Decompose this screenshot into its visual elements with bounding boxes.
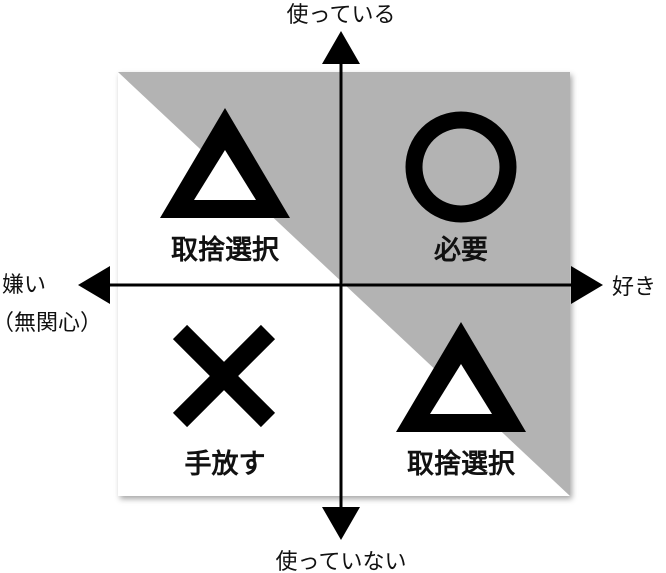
quadrant-label-top-right: 必要 (434, 235, 488, 266)
down-arrow-icon (322, 507, 360, 540)
axis-label-top: 使っている (287, 3, 396, 28)
axis-label-left-line2: （無関心） (0, 311, 102, 336)
right-arrow-icon (571, 266, 603, 304)
cross-icon (172, 324, 276, 428)
circle-icon (405, 111, 517, 223)
quadrant-label-top-left: 取捨選択 (171, 234, 280, 266)
triangle-icon-inner (430, 364, 492, 414)
axis-label-left-line1: 嫌い (2, 273, 46, 298)
quadrant-label-bottom-right: 取捨選択 (407, 448, 516, 480)
triangle-icon-inner (194, 150, 256, 200)
quadrant-label-bottom-left: 手放す (185, 448, 266, 480)
axis-label-bottom: 使っていない (276, 550, 407, 573)
up-arrow-icon (322, 31, 360, 64)
left-arrow-icon (78, 266, 110, 304)
axis-label-right: 好き (612, 275, 656, 300)
